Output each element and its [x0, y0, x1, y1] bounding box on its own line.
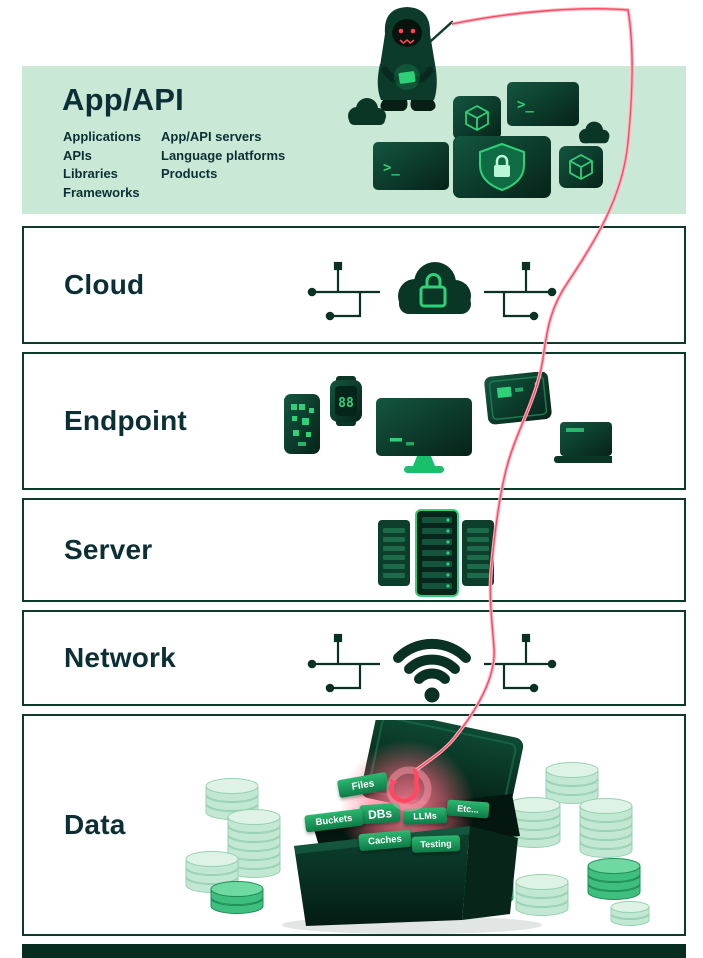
app-api-item: Applications [63, 129, 142, 144]
coin-stack [515, 874, 569, 916]
app-api-item: Libraries [63, 166, 118, 181]
shield-lock-screen-icon [453, 136, 551, 198]
wifi-icon [393, 638, 471, 703]
terminal-icon: >_ [507, 82, 579, 126]
app-api-item: APIs [63, 147, 92, 163]
laptop-icon [554, 422, 612, 463]
terminal-prompt: >_ [383, 160, 400, 176]
server-rack-icon [378, 520, 410, 586]
app-api-item: Products [161, 166, 218, 181]
coin-stack [587, 858, 641, 900]
chest-label-etc: Etc... [446, 799, 490, 819]
network-icons [307, 633, 557, 703]
cloud-lock-icon [398, 262, 471, 314]
phone-icon [284, 394, 320, 454]
endpoint-icons: 88 [284, 372, 612, 473]
layer-title-network: Network [64, 642, 176, 673]
face [392, 19, 422, 47]
data-treasure-illustration [185, 720, 650, 934]
leg [410, 100, 436, 111]
watch-display: 88 [338, 396, 354, 411]
app-api-item: Language platforms [161, 147, 286, 163]
layer-title-server: Server [64, 534, 153, 565]
package-icon [559, 146, 603, 188]
app-api-items-col1: Applications APIs Libraries Frameworks [63, 128, 141, 202]
app-api-item: Frameworks [63, 184, 140, 200]
cloud-icons [307, 261, 557, 321]
layer-network: Network [22, 610, 686, 706]
layer-title-app-api: App/API [62, 82, 184, 117]
layer-title-endpoint: Endpoint [64, 405, 187, 436]
server-rack-icon [415, 509, 459, 597]
cloud-icon [579, 121, 610, 144]
eye [398, 28, 404, 34]
grin [399, 38, 415, 45]
layer-cloud: Cloud [22, 226, 686, 344]
circuit-icon [307, 261, 382, 321]
device-icon [398, 71, 416, 84]
chest-label-dbs: DBs [359, 802, 401, 825]
layer-data: Data [22, 714, 686, 936]
circuit-icon [307, 633, 382, 693]
terminal-prompt: >_ [517, 97, 534, 113]
smartwatch-icon: 88 [330, 376, 362, 426]
cloud-icon [348, 98, 386, 125]
layer-title-cloud: Cloud [64, 269, 145, 300]
chest-label-testing: Testing [411, 835, 461, 853]
chest-side [462, 826, 518, 920]
coin-stack [210, 881, 264, 914]
layer-title-data: Data [64, 809, 126, 840]
server-icons [378, 509, 494, 597]
layer-server: Server [22, 498, 686, 602]
server-rack-icon [462, 520, 494, 586]
footer-bar [22, 944, 686, 958]
coin-stack [610, 901, 650, 926]
layer-app-api: App/API Applications APIs Libraries Fram… [22, 66, 686, 214]
eye [410, 28, 416, 34]
app-api-items: Applications APIs Libraries Frameworks A… [63, 128, 285, 202]
tablet-icon [484, 372, 552, 425]
circuit-icon [482, 261, 557, 321]
attacker-figure [377, 7, 454, 111]
app-api-item: App/API servers [161, 129, 262, 144]
coin-stack [545, 762, 599, 804]
app-api-items-col2: App/API servers Language platforms Produ… [161, 128, 285, 202]
layer-endpoint: Endpoint 88 [22, 352, 686, 490]
leg [380, 100, 408, 111]
terminal-icon: >_ [373, 142, 449, 190]
chest-label-llms: LLMs [402, 807, 448, 825]
monitor-icon [376, 398, 472, 473]
circuit-icon [482, 633, 557, 693]
coin-stack [579, 798, 633, 858]
package-icon [453, 96, 501, 140]
